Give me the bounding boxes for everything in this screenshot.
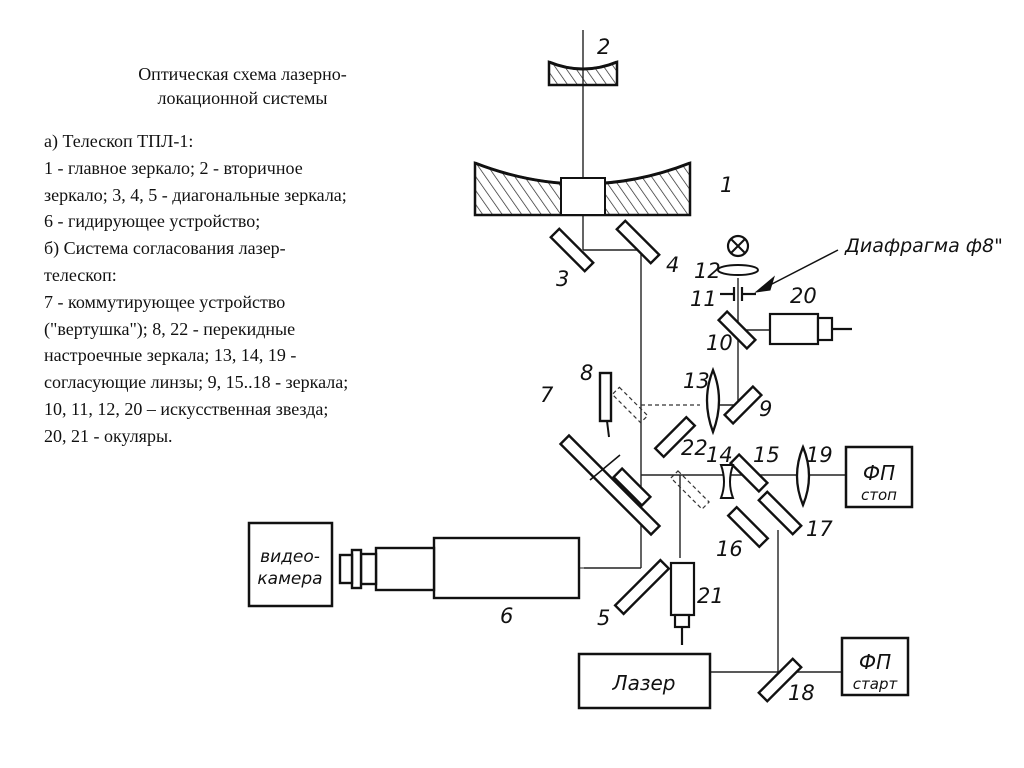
label-13: 13 bbox=[683, 369, 710, 393]
mirror-3 bbox=[549, 227, 595, 273]
fp-start-label-1: ФП bbox=[859, 650, 891, 674]
lens-19 bbox=[795, 443, 811, 509]
eyepiece-21 bbox=[669, 561, 696, 645]
mirror-9 bbox=[722, 384, 764, 426]
videocamera-label-2: камера bbox=[257, 569, 322, 589]
legend-line: 10, 11, 12, 20 – искусственная звезда; bbox=[44, 398, 329, 419]
guiding-device-6 bbox=[338, 536, 581, 600]
legend-line: 6 - гидирующее устройство; bbox=[44, 211, 261, 232]
diagram-caption: Оптическая схема лазерно- локационной си… bbox=[0, 62, 485, 110]
lens-14 bbox=[719, 464, 735, 499]
label-16: 16 bbox=[716, 537, 743, 561]
mirror-18 bbox=[757, 657, 803, 703]
videocamera-box bbox=[247, 521, 334, 608]
laser-box bbox=[577, 652, 712, 710]
label-12: 12 bbox=[694, 259, 721, 283]
legend-line: 20, 21 - окуляры. bbox=[44, 425, 173, 446]
label-9: 9 bbox=[759, 397, 772, 421]
label-8: 8 bbox=[580, 361, 593, 385]
legend-line: ("вертушка"); 8, 22 - перекидные bbox=[44, 318, 296, 339]
fp-stop-label-2: стоп bbox=[861, 486, 897, 504]
diaphragm-label: Диафрагма ф8" bbox=[844, 235, 1003, 257]
lens-13 bbox=[705, 366, 721, 436]
mirror-5 bbox=[613, 558, 671, 616]
legend-line: согласующие линзы; 9, 15..18 - зеркала; bbox=[44, 372, 349, 393]
label-17: 17 bbox=[806, 517, 833, 541]
commutating-device-7 bbox=[558, 433, 662, 537]
label-14: 14 bbox=[706, 443, 733, 467]
label-7: 7 bbox=[540, 383, 554, 407]
videocamera-label-1: видео- bbox=[260, 547, 320, 567]
caption-line-2: локационной системы bbox=[157, 88, 328, 108]
legend-line: зеркало; 3, 4, 5 - диагональные зеркала; bbox=[44, 184, 347, 205]
legend-line: 7 - коммутирующее устройство bbox=[44, 291, 286, 312]
main-mirror bbox=[473, 161, 692, 217]
lamp-12 bbox=[717, 234, 759, 276]
label-4: 4 bbox=[666, 253, 679, 277]
secondary-mirror bbox=[547, 60, 619, 87]
legend-line: а) Телескоп ТПЛ-1: bbox=[44, 131, 194, 151]
label-6: 6 bbox=[500, 604, 513, 628]
caption-line-1: Оптическая схема лазерно- bbox=[138, 64, 347, 84]
flip-mirror-8 bbox=[598, 371, 649, 438]
label-19: 19 bbox=[806, 443, 833, 467]
mirror-15 bbox=[728, 452, 770, 494]
mirror-10 bbox=[716, 309, 758, 351]
mirror-22 bbox=[653, 415, 697, 459]
eyepiece-20 bbox=[768, 312, 852, 346]
diaphragm-11 bbox=[720, 249, 839, 301]
label-21: 21 bbox=[697, 584, 724, 608]
legend: а) Телескоп ТПЛ-1: 1 - главное зеркало; … bbox=[44, 128, 484, 450]
mirror-16 bbox=[726, 505, 770, 549]
legend-line: б) Система согласования лазер- bbox=[44, 238, 286, 259]
label-11: 11 bbox=[690, 287, 717, 311]
label-2: 2 bbox=[597, 35, 610, 59]
mirror-17 bbox=[757, 490, 803, 536]
label-15: 15 bbox=[753, 443, 780, 467]
legend-line: настроечные зеркала; 13, 14, 19 - bbox=[44, 345, 297, 366]
label-22: 22 bbox=[681, 436, 708, 460]
label-5: 5 bbox=[597, 606, 610, 630]
fp-start-box bbox=[840, 636, 910, 697]
label-3: 3 bbox=[556, 267, 569, 291]
mirror-4 bbox=[615, 219, 661, 265]
fp-stop-label-1: ФП bbox=[863, 461, 895, 485]
laser-label: Лазер bbox=[612, 671, 676, 695]
label-1: 1 bbox=[720, 173, 733, 197]
label-10: 10 bbox=[706, 331, 733, 355]
fp-stop-box bbox=[844, 445, 914, 509]
legend-line: 1 - главное зеркало; 2 - вторичное bbox=[44, 157, 303, 178]
label-18: 18 bbox=[788, 681, 815, 705]
label-20: 20 bbox=[790, 284, 817, 308]
fp-start-label-2: старт bbox=[853, 675, 899, 693]
legend-line: телескоп: bbox=[44, 264, 117, 285]
flip-mirror-22-alt bbox=[670, 470, 710, 510]
